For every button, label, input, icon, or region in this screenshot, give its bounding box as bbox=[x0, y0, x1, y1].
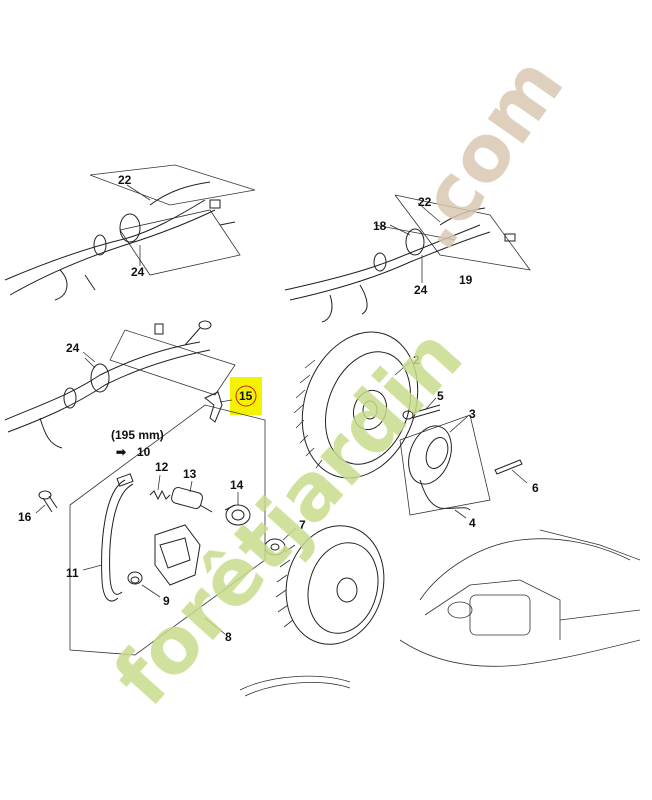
label-13: 13 bbox=[183, 467, 197, 481]
part-15-highlight-ring bbox=[235, 385, 257, 407]
engine-block bbox=[399, 529, 641, 667]
screw-16 bbox=[38, 490, 58, 513]
flywheel-lower bbox=[275, 525, 385, 645]
reference-10: 10 bbox=[137, 445, 151, 459]
label-3: 3 bbox=[469, 407, 476, 421]
belt-arc-2 bbox=[244, 682, 351, 697]
arrow-icon: ➡ bbox=[116, 445, 127, 459]
length-note: (195 mm) bbox=[111, 428, 164, 442]
part-15-highlight[interactable] bbox=[230, 377, 262, 415]
label-2: 2 bbox=[413, 353, 420, 367]
label-19: 19 bbox=[459, 273, 473, 287]
label-8: 8 bbox=[225, 630, 232, 644]
label-12: 12 bbox=[155, 460, 169, 474]
label-14: 14 bbox=[230, 478, 244, 492]
label-18: 18 bbox=[373, 219, 387, 233]
label-22-top-right: 22 bbox=[418, 195, 432, 209]
part-15-clip bbox=[204, 391, 223, 423]
pin-6 bbox=[494, 459, 523, 475]
belt-arc bbox=[239, 675, 351, 691]
wiring-harness-middle bbox=[4, 320, 236, 449]
label-24-top-right: 24 bbox=[414, 283, 428, 297]
label-16: 16 bbox=[18, 510, 32, 524]
watermark-text-tan: .com bbox=[387, 42, 582, 266]
label-24-top-left: 24 bbox=[131, 265, 145, 279]
label-7: 7 bbox=[299, 518, 306, 532]
label-9: 9 bbox=[163, 594, 170, 608]
label-4: 4 bbox=[469, 516, 476, 530]
screw-5 bbox=[402, 404, 441, 420]
watermark-text-green: forêtjardin bbox=[97, 312, 480, 723]
ignition-module-group bbox=[69, 404, 266, 656]
leader-lines bbox=[35, 184, 528, 635]
part-labels: 22 24 22 18 24 19 24 2 5 3 15 (195 mm) ➡… bbox=[18, 173, 539, 644]
washer-7 bbox=[264, 538, 286, 556]
flywheel-2 bbox=[293, 331, 419, 479]
label-11: 11 bbox=[66, 566, 79, 580]
label-6: 6 bbox=[532, 481, 539, 495]
label-15[interactable]: 15 bbox=[239, 389, 253, 403]
wiring-harness-top-left bbox=[4, 164, 256, 301]
label-24-middle: 24 bbox=[66, 341, 80, 355]
generator-3 bbox=[399, 414, 491, 516]
wiring-harness-top-right bbox=[284, 194, 531, 323]
label-22-top-left: 22 bbox=[118, 173, 132, 187]
label-5: 5 bbox=[437, 389, 444, 403]
watermark: forêtjardin .com bbox=[97, 42, 581, 723]
